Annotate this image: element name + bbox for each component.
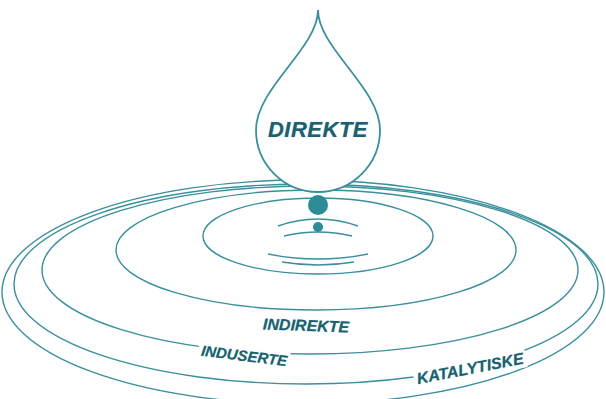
ripple-wave — [284, 232, 352, 236]
falling-drop — [308, 195, 328, 215]
ripple-wave — [282, 262, 354, 265]
ripple-label: INDUSERTE — [197, 342, 291, 370]
drop-shape — [256, 10, 380, 192]
ripple-wave — [268, 254, 368, 259]
splash-drop — [313, 222, 323, 232]
water-drop: DIREKTE — [250, 8, 386, 194]
ripple-label: INDIREKTE — [260, 315, 353, 337]
effect-title: DIREKTE — [268, 117, 368, 143]
ripple-ring — [116, 190, 516, 310]
ripple-label: KATALYTISKE — [412, 349, 528, 389]
drop-outline — [250, 8, 386, 194]
ripple-ring — [42, 186, 578, 354]
ripple-ring — [2, 180, 604, 399]
